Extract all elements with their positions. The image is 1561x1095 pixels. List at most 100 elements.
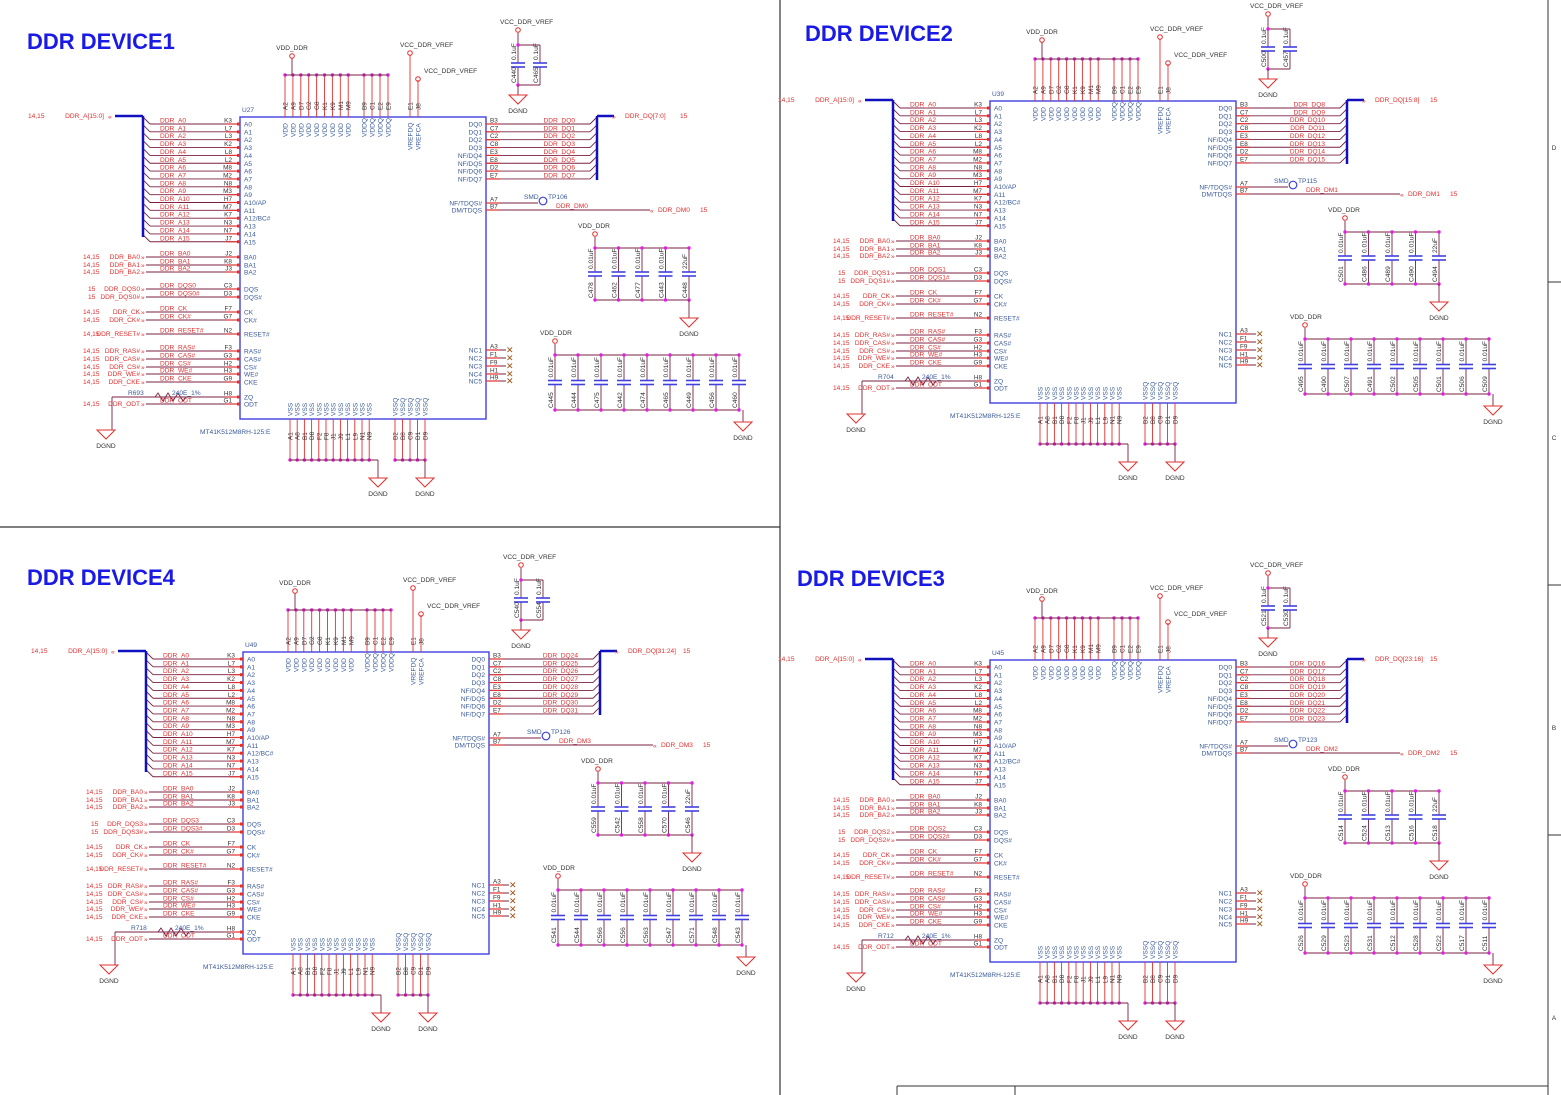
no-connect-icon: ✕	[509, 888, 517, 898]
junction-dot	[740, 888, 744, 892]
pin-name: VSS	[348, 937, 355, 951]
test-point-icon	[541, 731, 551, 741]
junction-dot	[1372, 337, 1376, 341]
pin-name: CAS#	[994, 341, 1012, 348]
test-point-icon	[1288, 739, 1298, 749]
junction-dot	[717, 888, 721, 892]
pin-number: C7	[1240, 109, 1249, 116]
net-label: DDR_A8	[910, 164, 936, 171]
pin-marker	[987, 915, 990, 919]
pin-number: F1	[493, 887, 501, 894]
pin-name: VREFCA	[419, 658, 426, 685]
pin-name: NC3	[469, 364, 483, 371]
ground-symbol-icon	[1117, 1020, 1139, 1031]
pin-marker	[987, 751, 990, 755]
no-connect-icon: ✕	[1256, 919, 1264, 929]
pin-marker	[987, 145, 990, 149]
pin-number: L1	[1095, 416, 1102, 424]
pin-name: VSS	[1066, 945, 1073, 959]
offpage-net-label: DDR_CK#	[859, 860, 890, 867]
border-zone-label: B	[1552, 725, 1556, 732]
pin-number: E1	[1158, 86, 1165, 94]
resistor-ref: R693	[128, 390, 144, 397]
pin-number: A1	[1038, 416, 1045, 424]
pin-name: VSS	[295, 402, 302, 416]
net-label: DDR_RESET#	[160, 328, 204, 335]
capacitor-value: 0.01uF	[643, 892, 650, 913]
junction-dot	[519, 578, 523, 582]
offpage-net-label: DDR_RAS#	[108, 883, 144, 890]
power-label: VDD_DDR	[1290, 873, 1322, 880]
pin-number: D2	[1240, 149, 1249, 156]
junction-dot	[1366, 230, 1371, 234]
pin-name: BA2	[247, 805, 260, 812]
offpage-net-label: DDR_A[15:0]	[815, 656, 854, 663]
pin-marker	[237, 185, 240, 189]
pin-number: L8	[225, 149, 233, 156]
pin-number: K1	[1072, 645, 1079, 653]
pin-number: L8	[975, 133, 983, 140]
offpage-connector-icon: »	[144, 790, 148, 797]
net-label: DDR_CK#	[160, 314, 191, 321]
pin-marker	[987, 177, 990, 181]
capacitor-value: 0.01uF	[666, 892, 673, 913]
offpage-connector-icon: »	[141, 310, 145, 317]
net-label: DDR_ODT	[163, 933, 195, 940]
capacitor-value: 0.01uF	[1298, 341, 1305, 362]
junction-dot	[1366, 789, 1371, 793]
pin-name: VSS	[1052, 945, 1059, 959]
offpage-net-label: DDR_BA0	[860, 797, 891, 804]
pin-name: A8	[994, 168, 1002, 175]
sheet-ref: 14,15	[833, 332, 850, 339]
capacitor-ref: C448	[682, 282, 689, 298]
junction-dot	[1266, 27, 1270, 31]
pin-number: M3	[223, 188, 232, 195]
offpage-net-label: DDR_CKE	[111, 914, 143, 921]
pin-number: E3	[1240, 692, 1248, 699]
net-label: DDR_DQ16	[1290, 661, 1326, 668]
junction-dot	[619, 781, 624, 785]
pin-name: A12/BC#	[247, 751, 274, 758]
pin-name: DQS#	[247, 830, 265, 837]
capacitor-value: 0.01uF	[1385, 232, 1392, 253]
power-port-icon	[410, 585, 416, 591]
junction-dot	[671, 943, 675, 947]
net-label: DDR_RESET#	[910, 871, 954, 878]
junction-dot	[1349, 392, 1353, 396]
junction-dot	[1395, 951, 1399, 955]
offpage-net-label: DDR_DQS1#	[850, 278, 890, 285]
pin-number: M8	[226, 700, 235, 707]
power-label: VDD_DDR	[1290, 314, 1322, 321]
net-label: DDR_DQ1	[543, 125, 575, 132]
pin-name: A5	[994, 704, 1002, 711]
offpage-connector-icon: »	[891, 838, 895, 845]
capacitor-ref: C522	[1436, 935, 1443, 951]
pin-name: NF/DQ7	[461, 711, 486, 718]
pin-marker	[237, 216, 240, 220]
capacitor-ref: C521	[1261, 610, 1268, 626]
pin-name: VDD	[1048, 666, 1055, 680]
pin-name: NF/DQ7	[458, 176, 483, 183]
pin-marker	[987, 759, 990, 763]
capacitor-value: 0.01uF	[1367, 900, 1374, 921]
sheet-ref: 14,15	[86, 866, 103, 873]
pin-number: H3	[224, 368, 233, 375]
pin-number: F9	[1240, 344, 1248, 351]
pin-name: VDD	[341, 658, 348, 672]
sheet-ref: 14,15	[833, 315, 850, 322]
resistor-value: 240E_1%	[175, 925, 204, 932]
pin-number: N8	[227, 715, 236, 722]
pin-name: RAS#	[244, 349, 262, 356]
pin-marker	[240, 930, 243, 934]
pin-name: VSS	[1038, 386, 1045, 400]
net-label: DDR_DQ15	[1290, 156, 1326, 163]
pin-number: C7	[493, 660, 502, 667]
power-label: VCC_DDR_VREF	[400, 42, 453, 49]
pin-name: VDDQ	[1136, 102, 1143, 121]
junction-dot	[1349, 896, 1353, 900]
pin-number: F1	[1240, 336, 1248, 343]
pin-number: D9	[1173, 415, 1180, 424]
border-zone-label: C	[1552, 435, 1557, 442]
pin-number: L9	[355, 967, 362, 975]
